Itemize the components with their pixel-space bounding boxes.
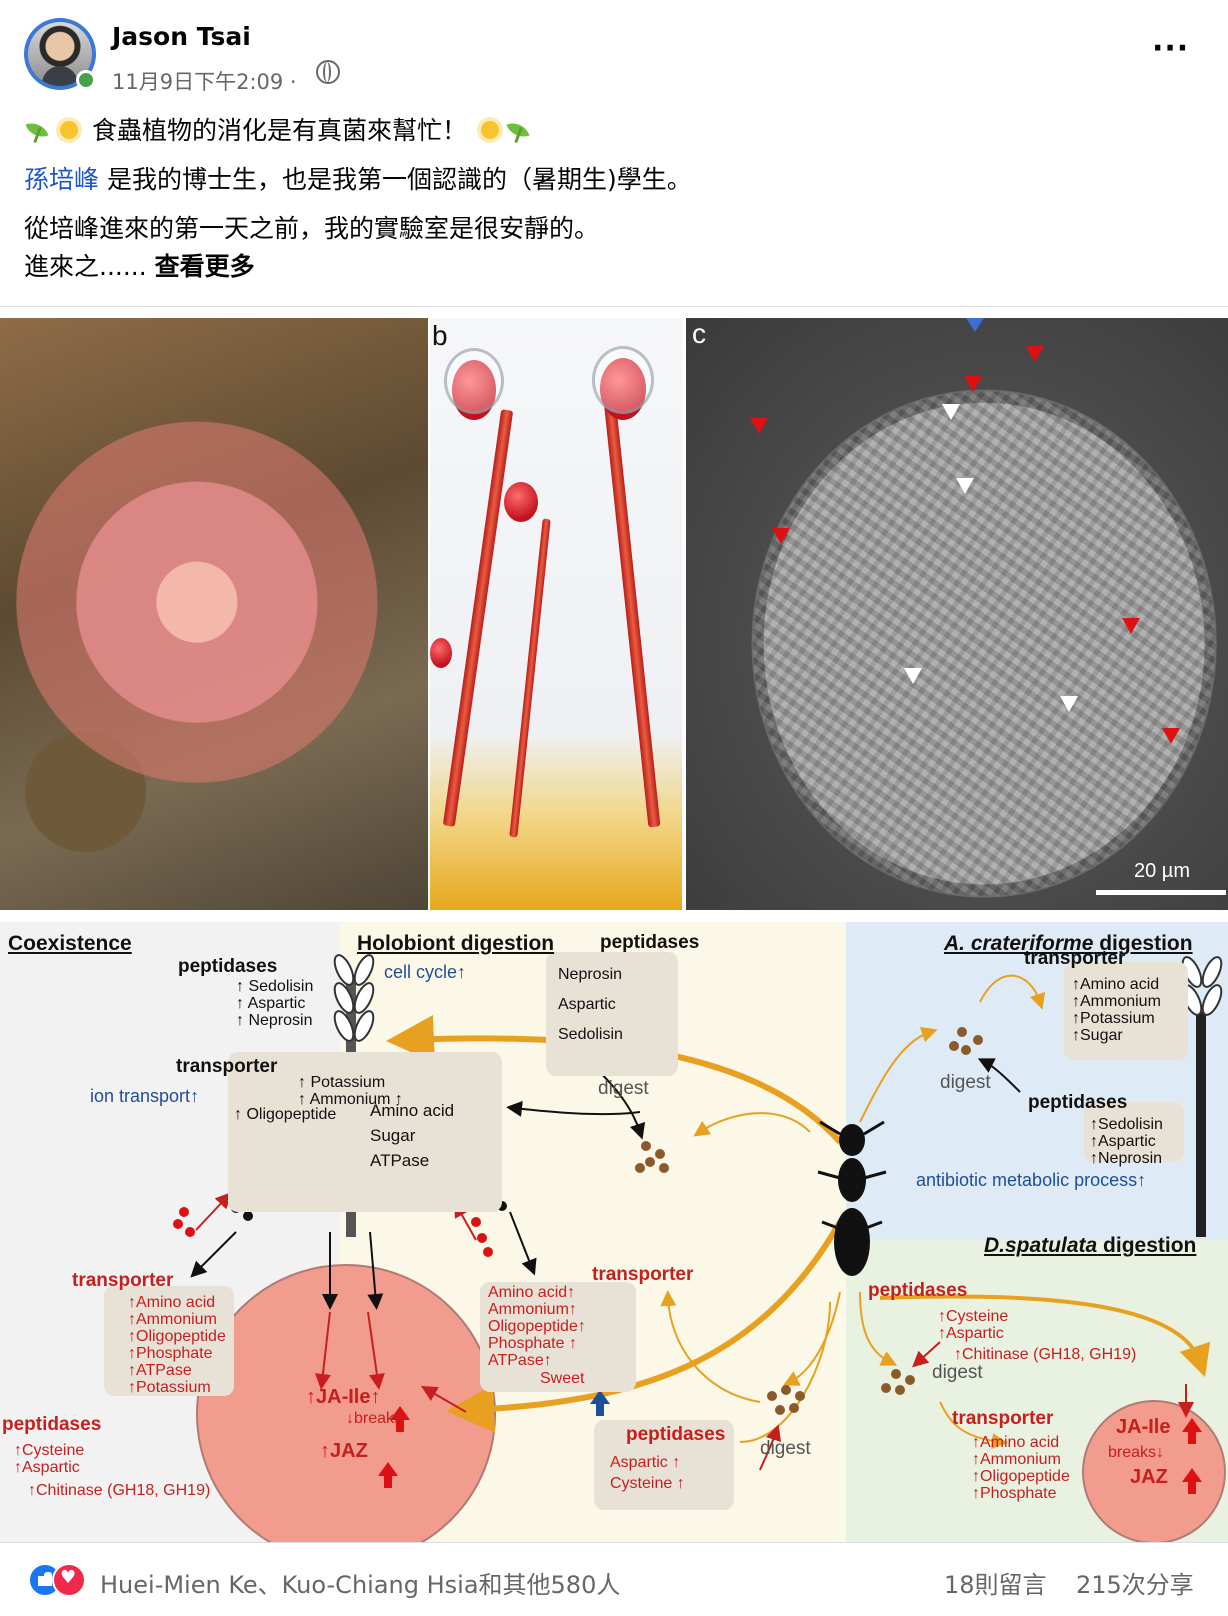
post-line-1: 食蟲植物的消化是有真菌來幫忙！ xyxy=(24,114,535,148)
label-peptidases: peptidases xyxy=(178,956,278,977)
label-sweet: Sweet xyxy=(540,1370,585,1387)
label-transporter-red: transporter xyxy=(72,1270,174,1291)
online-status-dot xyxy=(76,70,96,90)
coexistence-transporter-list-right: Amino acid Sugar ATPase xyxy=(370,1101,455,1170)
sprout-emoji xyxy=(505,117,535,143)
red-peptidase-list: ↑Cysteine ↑Aspartic xyxy=(14,1442,85,1476)
divider xyxy=(0,306,1228,307)
panel-label-b: b xyxy=(432,320,448,351)
d-transporter-list: ↑Amino acid ↑Ammonium ↑Oligopeptide ↑Pho… xyxy=(972,1434,1070,1502)
post-line-4: 進來之...... 查看更多 xyxy=(24,250,255,284)
label-cell-cycle: cell cycle↑ xyxy=(384,962,467,982)
mid-transporter-list: Amino acid↑ Ammonium↑ Oligopeptide↑ Phos… xyxy=(488,1284,586,1369)
love-reaction-icon[interactable] xyxy=(52,1563,86,1597)
coexistence-peptidase-list: ↑ Sedolisin ↑ Aspartic ↑ Neprosin xyxy=(236,978,314,1029)
header-d-spatulata: D.spatulata digestion xyxy=(984,1234,1197,1257)
more-icon[interactable]: ··· xyxy=(1152,31,1190,66)
post-line-3: 從培峰進來的第一天之前，我的實驗室是很安靜的。 xyxy=(24,214,600,243)
coexistence-transporter-list-left: ↑ Potassium ↑ Ammonium ↑ xyxy=(298,1074,403,1108)
label-d-jaz: JAZ xyxy=(1130,1466,1168,1488)
label-antibiotic: antibiotic metabolic process↑ xyxy=(916,1170,1147,1190)
avatar[interactable] xyxy=(24,18,96,90)
label-breaks: ↓breaks xyxy=(346,1410,403,1427)
footer-divider xyxy=(0,1542,1228,1543)
label-a-digest: digest xyxy=(940,1072,991,1093)
sun-emoji xyxy=(54,117,84,143)
comments-count[interactable]: 18則留言 xyxy=(944,1571,1047,1599)
a-transporter-list: ↑Amino acid ↑Ammonium ↑Potassium ↑Sugar xyxy=(1072,976,1161,1044)
a-peptidase-list: ↑Sedolisin ↑Aspartic ↑Neprosin xyxy=(1090,1116,1163,1167)
label-a-transporter: transporter xyxy=(1024,948,1126,969)
globe-icon xyxy=(316,60,340,84)
label-d-jaile: JA-Ile xyxy=(1116,1416,1171,1438)
post-headline: 食蟲植物的消化是有真菌來幫忙！ xyxy=(91,116,467,145)
d-peptidase-list: ↑Cysteine ↑Aspartic xyxy=(938,1308,1009,1342)
plant-cell-circle-small xyxy=(1082,1400,1226,1542)
label-peptidases-red: peptidases xyxy=(2,1414,102,1435)
photo-tentacles[interactable]: b xyxy=(430,318,682,910)
label-d-breaks: breaks↓ xyxy=(1108,1444,1165,1461)
label-d-transporter: transporter xyxy=(952,1408,1054,1429)
panel-label-c: c xyxy=(692,318,706,349)
header-coexistence: Coexistence xyxy=(8,932,132,955)
label-transporter: transporter xyxy=(176,1056,278,1077)
photo-sundew-plant[interactable] xyxy=(0,318,428,910)
label-ion-transport: ion transport↑ xyxy=(90,1086,200,1106)
label-holobiont-peptidases: peptidases xyxy=(600,932,700,953)
sprout-emoji xyxy=(24,117,54,143)
bottom-peptidase-list: Aspartic ↑ Cysteine ↑ xyxy=(610,1454,685,1492)
label-jaile: ↑JA-Ile↑ xyxy=(306,1386,381,1408)
author-name[interactable]: Jason Tsai xyxy=(112,22,251,51)
label-peptidases-bottom: peptidases xyxy=(626,1424,726,1445)
red-transporter-list: ↑Amino acid ↑Ammonium ↑Oligopeptide ↑Pho… xyxy=(128,1294,226,1396)
post-timestamp[interactable]: 11月9日下午2:09 · xyxy=(112,70,297,94)
holobiont-peptidase-list: Neprosin Aspartic Sedolisin xyxy=(558,966,623,1043)
photo-sem[interactable]: c 20 µm xyxy=(686,318,1228,910)
label-digest: digest xyxy=(598,1078,649,1099)
see-more-link[interactable]: 查看更多 xyxy=(154,252,255,281)
shares-count[interactable]: 215次分享 xyxy=(1076,1571,1194,1599)
coexistence-oligopeptide: ↑ Oligopeptide xyxy=(234,1106,337,1123)
post-line-2: 孫培峰 是我的博士生，也是我第一個認識的（暑期生)學生。 xyxy=(24,163,692,197)
header-a-crateriforme: A. crateriforme digestion xyxy=(944,932,1193,955)
label-jaz: ↑JAZ xyxy=(320,1440,368,1462)
reactors-text[interactable]: Huei-Mien Ke、Kuo-Chiang Hsia和其他580人 xyxy=(100,1571,621,1599)
scale-bar xyxy=(1096,890,1226,895)
label-digest-bottom: digest xyxy=(760,1438,811,1459)
label-transporter-mid: transporter xyxy=(592,1264,694,1285)
post-line-4-text: 進來之...... xyxy=(24,252,155,281)
photo-diagram[interactable]: Coexistence Holobiont digestion A. crate… xyxy=(0,922,1228,1542)
header-holobiont: Holobiont digestion xyxy=(357,932,555,955)
mention-link[interactable]: 孫培峰 xyxy=(24,165,100,194)
label-d-peptidases: peptidases xyxy=(868,1280,968,1301)
d-chitinase: ↑Chitinase (GH18, GH19) xyxy=(954,1346,1137,1363)
red-chitinase: ↑Chitinase (GH18, GH19) xyxy=(28,1482,211,1499)
label-d-digest: digest xyxy=(932,1362,983,1383)
label-a-peptidases: peptidases xyxy=(1028,1092,1128,1113)
scale-label: 20 µm xyxy=(1134,860,1190,882)
sun-emoji xyxy=(475,117,505,143)
post-line-2-text: 是我的博士生，也是我第一個認識的（暑期生)學生。 xyxy=(99,165,692,194)
